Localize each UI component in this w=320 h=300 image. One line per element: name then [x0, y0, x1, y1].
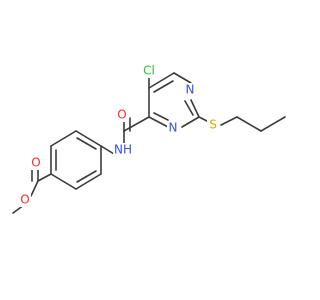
- chemical-structure-diagram: Cl N N S O NH O O: [12, 64, 286, 214]
- bond-n1-c2-inner: [184, 100, 194, 116]
- atom-label-layer: Cl N N S O NH O O: [19, 64, 219, 207]
- halo-o-ester-double: [30, 156, 42, 170]
- bond-bz-4: [50, 173, 77, 190]
- bond-bz-inner-1: [76, 137, 97, 150]
- bond-bz-2: [50, 130, 77, 147]
- bond-c2-n3: [181, 116, 200, 128]
- bond-ester-c-o-single: [30, 180, 39, 197]
- bond-bz-1: [75, 130, 102, 147]
- pyrimidine-nitrogen-bottom-label: N: [169, 121, 178, 135]
- ester-carbonyl-oxygen-label: O: [31, 156, 40, 170]
- pyrimidine-nitrogen-top-label: N: [186, 83, 195, 97]
- halo-o-ester-single: [19, 193, 31, 207]
- bond-n3-c4: [148, 116, 169, 128]
- bond-n1-c2: [190, 99, 200, 118]
- bond-n-aryl: [100, 145, 115, 155]
- ester-ether-oxygen-label: O: [20, 193, 29, 207]
- bond-bz-5: [75, 173, 102, 190]
- amide-oxygen-label: O: [117, 108, 126, 122]
- bond-bz-inner-3: [76, 170, 97, 183]
- halo-nh: [113, 143, 133, 157]
- bond-layer: [12, 72, 286, 214]
- bond-bz-ester-c: [37, 173, 52, 182]
- halo-n1: [184, 83, 196, 97]
- bond-c2-c3: [260, 116, 286, 132]
- halo-o-amide: [116, 108, 128, 122]
- halo-n3: [167, 121, 179, 135]
- amide-nh-label: NH: [114, 143, 132, 157]
- chlorine-atom-label: Cl: [143, 64, 155, 78]
- bond-c4-amide-c: [123, 116, 150, 132]
- sulfur-atom-label: S: [209, 118, 217, 132]
- bond-c5-c6: [148, 72, 175, 89]
- halo-cl: [140, 64, 158, 78]
- bond-c6-n1: [173, 72, 192, 84]
- bond-n3-c4-inner: [153, 112, 169, 121]
- bond-s-c1: [220, 116, 238, 126]
- bond-c1-c2: [236, 116, 262, 132]
- bond-c5-c6-inner: [153, 80, 174, 93]
- halo-s: [207, 118, 219, 132]
